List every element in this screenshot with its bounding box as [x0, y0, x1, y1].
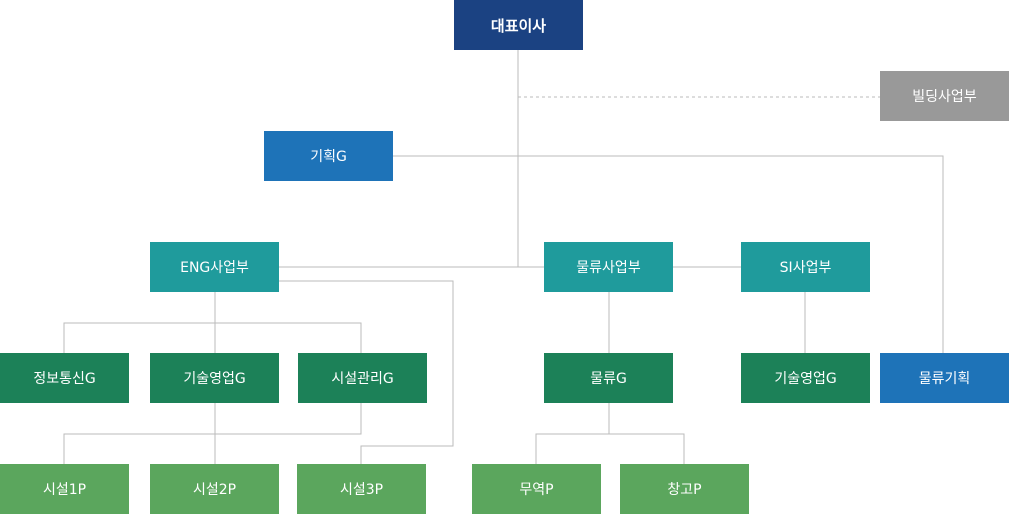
facility-1p-node: 시설1P [0, 464, 129, 514]
facility-mgmt-group-node: 시설관리G [298, 353, 427, 403]
facility-children-bracket [63, 403, 362, 464]
eng-to-facility3p-line [279, 280, 454, 464]
eng-children-bracket [63, 322, 362, 353]
logistics-division-node: 물류사업부 [544, 242, 673, 292]
facility-3p-node: 시설3P [297, 464, 426, 514]
tech-sales-group-eng-node: 기술영업G [150, 353, 279, 403]
warehouse-p-node: 창고P [620, 464, 749, 514]
ceo-node: 대표이사 [454, 0, 583, 50]
planning-group-node: 기획G [264, 131, 393, 181]
infocomm-group-node: 정보통신G [0, 353, 129, 403]
planning-to-logistics-plan-line [392, 155, 944, 353]
logistics-children-bracket [535, 433, 685, 464]
facility-2p-node: 시설2P [150, 464, 279, 514]
trade-p-node: 무역P [472, 464, 601, 514]
logistics-planning-node: 물류기획 [880, 353, 1009, 403]
building-division-node: 빌딩사업부 [880, 71, 1009, 121]
eng-division-node: ENG사업부 [150, 242, 279, 292]
si-division-node: SI사업부 [741, 242, 870, 292]
logistics-group-node: 물류G [544, 353, 673, 403]
tech-sales-group-si-node: 기술영업G [741, 353, 870, 403]
